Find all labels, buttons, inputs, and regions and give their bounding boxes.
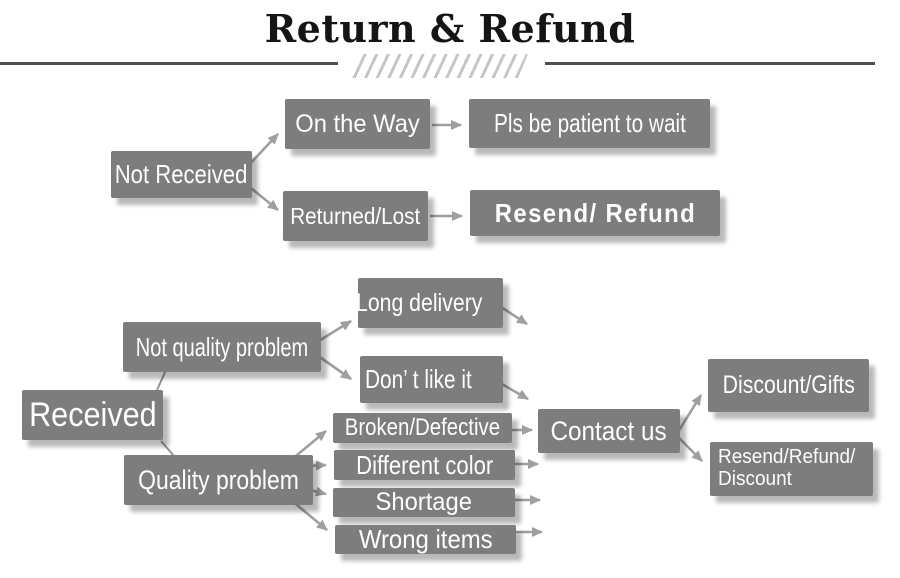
node-resend-refund-discount: Resend/Refund/ Discount	[710, 442, 873, 496]
node-quality-problem: Quality problem	[124, 455, 313, 505]
arrow-qp-wrongitems	[290, 499, 328, 531]
node-long-delivery: Long delivery	[356, 278, 503, 328]
node-label: Long delivery	[356, 288, 483, 317]
node-wrong-items: Wrong items	[335, 524, 516, 554]
node-label: Contact us	[550, 415, 668, 446]
node-label: Wrong items	[358, 524, 493, 554]
node-label: Broken/Defective	[344, 414, 501, 441]
node-label: Received	[28, 395, 157, 434]
node-received: Received	[22, 390, 163, 440]
node-not-received: Not Received	[111, 151, 252, 198]
node-not-quality-problem: Not quality problem	[123, 322, 321, 372]
arrow-contactus-discountgifts	[676, 394, 703, 433]
line-received-qualityproblem	[160, 440, 175, 457]
node-label: Shortage	[375, 488, 473, 516]
node-label: Not quality problem	[135, 331, 309, 362]
node-on-the-way: On the Way	[285, 99, 430, 149]
node-label: Not Received	[115, 159, 248, 189]
node-resend-refund: Resend/ Refund	[470, 190, 720, 236]
node-contact-us: Contact us	[538, 409, 680, 453]
node-label: Returned/Lost	[290, 202, 421, 229]
node-label: Don’ t like it	[365, 364, 472, 394]
node-label: On the Way	[295, 109, 420, 138]
node-returned-lost: Returned/Lost	[283, 191, 428, 241]
divider-line-right	[545, 62, 875, 65]
page-title: Return & Refund	[264, 6, 636, 51]
node-label: Resend/ Refund	[494, 197, 696, 228]
arrow-dontlikeit-contactus	[499, 381, 529, 401]
node-label: Resend/Refund/ Discount	[718, 446, 856, 490]
arrow-contactus-resendrefunddiscount	[677, 436, 703, 462]
node-pls-be-patient: Pls be patient to wait	[469, 99, 710, 148]
node-discount-gifts: Discount/Gifts	[708, 359, 869, 412]
node-label: Different color	[355, 449, 494, 480]
node-shortage: Shortage	[333, 488, 515, 517]
line-received-notqualityproblem	[156, 369, 167, 391]
node-dont-like-it: Don’ t like it	[360, 356, 503, 403]
divider-line-left	[0, 62, 338, 65]
hatch-marks-icon	[352, 54, 528, 78]
node-label: Pls be patient to wait	[493, 108, 686, 138]
node-label: Discount/Gifts	[722, 371, 855, 399]
node-label: Quality problem	[138, 464, 299, 495]
node-different-color: Different color	[334, 450, 515, 480]
node-broken-defective: Broken/Defective	[333, 413, 512, 443]
